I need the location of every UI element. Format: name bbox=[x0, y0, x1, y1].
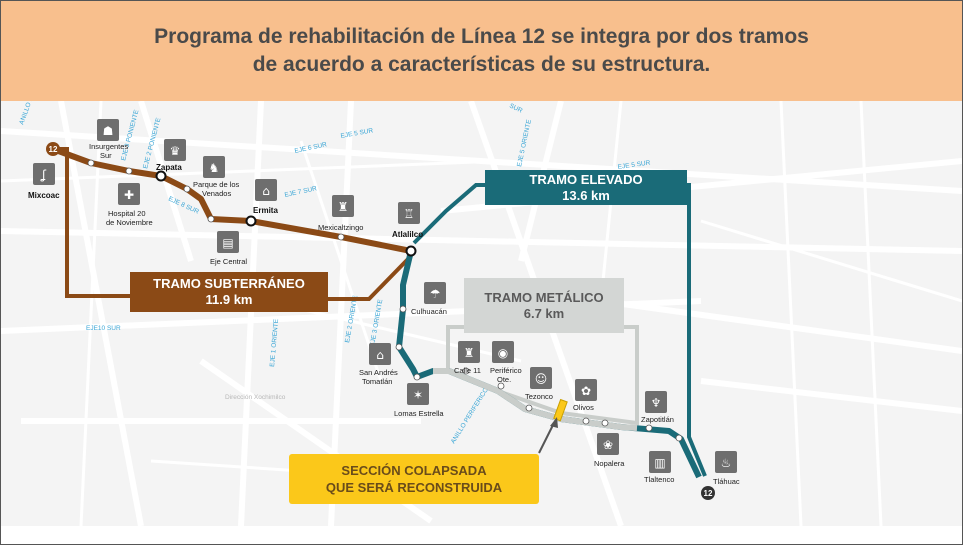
street-label-eje1oriente: EJE 1 ORIENTE bbox=[269, 318, 280, 367]
tramo-elevado-length: 13.6 km bbox=[562, 187, 610, 203]
lomas-estrella-icon: ✶ bbox=[413, 388, 423, 402]
subterraneo-outline-right bbox=[328, 254, 413, 301]
mixcoac-icon: ʆ bbox=[40, 168, 47, 182]
title-line-2: de acuerdo a características de su estru… bbox=[252, 53, 711, 76]
station-periferico-2: Ote. bbox=[497, 375, 511, 384]
bottom-strip bbox=[1, 526, 962, 544]
tezonco-icon: ☺ bbox=[535, 372, 548, 386]
station-parque-2: Venados bbox=[202, 189, 231, 198]
venados-icon: ♞ bbox=[209, 161, 220, 175]
olivos-icon: ✿ bbox=[581, 384, 591, 398]
station-san-andres-1: San Andrés bbox=[359, 368, 398, 377]
tlaltenco-icon: ▥ bbox=[654, 456, 665, 470]
station-zapotitlan: Zapotitlán bbox=[641, 415, 674, 424]
tramo-metalico-box: TRAMO METÁLICO 6.7 km bbox=[464, 278, 624, 333]
station-mixcoac: Mixcoac bbox=[28, 191, 60, 200]
hospital-icon: ✚ bbox=[124, 188, 134, 202]
periferico-icon: ◉ bbox=[498, 346, 508, 360]
collapse-arrowhead bbox=[550, 417, 558, 428]
station-tlaltenco: Tlaltenco bbox=[644, 475, 674, 484]
collapse-arrow bbox=[538, 422, 555, 454]
street-label-eje3poniente: EJE 3 PONIENTE bbox=[120, 108, 140, 161]
san-andres-icon: ⌂ bbox=[376, 348, 384, 362]
street-grid bbox=[1, 101, 962, 526]
street-label-eje5sur-b: EJE 5 SUR bbox=[617, 159, 651, 171]
station-tezonco: Tezonco bbox=[525, 392, 553, 401]
street-label-eje7sur: EJE 7 SUR bbox=[284, 185, 318, 199]
station-icons bbox=[33, 119, 737, 473]
culhuacan-icon: ☂ bbox=[430, 287, 441, 301]
station-nopalera: Nopalera bbox=[594, 459, 625, 468]
street-label-eje3oriente: EJE 3 ORIENTE bbox=[369, 298, 384, 347]
station-calle11: Calle 11 bbox=[454, 366, 481, 375]
title-banner: Programa de rehabilitación de Línea 12 s… bbox=[1, 1, 962, 101]
tramo-elevado-box: TRAMO ELEVADO 13.6 km bbox=[485, 170, 687, 205]
station-hospital-1: Hospital 20 bbox=[108, 209, 146, 218]
insurgentes-icon: ☗ bbox=[103, 124, 114, 138]
zapata-icon: ♛ bbox=[170, 144, 181, 158]
line12-subterraneo bbox=[51, 146, 412, 254]
station-ermita: Ermita bbox=[253, 206, 278, 215]
station-dots bbox=[87, 159, 683, 442]
calle11-icon: ♜ bbox=[464, 346, 475, 360]
station-eje-central: Eje Central bbox=[210, 257, 247, 266]
elevado-outline-left bbox=[412, 183, 487, 245]
station-insurgentes-2: Sur bbox=[100, 151, 112, 160]
station-icon-glyphs: ʆ ☗ ✚ ♛ ♞ ▤ ⌂ ♜ ♖ ☂ ⌂ ✶ ♜ ◉ ☺ ✿ ❀ ♆ ▥ ♨ bbox=[40, 124, 731, 470]
station-olivos: Olivos bbox=[573, 403, 594, 412]
street-label-eje10sur: EJE10 SUR bbox=[86, 325, 121, 332]
station-mexicaltzingo: Mexicaltzingo bbox=[318, 223, 363, 232]
zapotitlan-icon: ♆ bbox=[651, 396, 662, 410]
mexicaltzingo-icon: ♜ bbox=[338, 200, 349, 214]
street-label-eje5sur-a: EJE 5 SUR bbox=[340, 127, 374, 140]
tramo-metalico-name: TRAMO METÁLICO bbox=[484, 289, 604, 305]
station-hospital-2: de Noviembre bbox=[106, 218, 153, 227]
svg-text:12: 12 bbox=[704, 489, 713, 498]
street-label-eje5oriente: EJE 5 ORIENTE bbox=[516, 118, 533, 167]
tramo-subterraneo-box: TRAMO SUBTERRÁNEO 11.9 km bbox=[130, 272, 328, 312]
line-badge-end: 12 bbox=[701, 486, 715, 500]
street-label-direccion: Dirección Xochimilco bbox=[225, 394, 286, 401]
station-zapata: Zapata bbox=[156, 163, 182, 172]
tramo-subterraneo-length: 11.9 km bbox=[205, 292, 253, 307]
colapso-line-2: QUE SERÁ RECONSTRUIDA bbox=[325, 480, 503, 495]
street-label-sur-top: SUR bbox=[508, 102, 524, 114]
metalico-outline bbox=[446, 325, 639, 426]
station-lomas-estrella: Lomas Estrella bbox=[394, 409, 444, 418]
station-parque-1: Parque de los bbox=[193, 180, 240, 189]
atlalilco-icon: ♖ bbox=[404, 207, 415, 221]
nopalera-icon: ❀ bbox=[603, 438, 613, 452]
elevado-outline-right bbox=[687, 183, 707, 477]
line-badge-start: 12 bbox=[46, 142, 60, 156]
station-atlalilco: Atlalilco bbox=[392, 230, 423, 239]
line12-metalico bbox=[433, 368, 638, 431]
tramo-metalico-length: 6.7 km bbox=[523, 305, 565, 321]
station-san-andres-2: Tomatlán bbox=[362, 377, 392, 386]
street-label-anillo-bottom: ANILLO PERIFERICO bbox=[450, 387, 490, 446]
tlahuac-icon: ♨ bbox=[721, 456, 732, 470]
title-line-1: Programa de rehabilitación de Línea 12 s… bbox=[154, 25, 809, 48]
colapso-line-1: SECCIÓN COLAPSADA bbox=[341, 463, 487, 478]
station-insurgentes-1: Insurgentes bbox=[89, 142, 128, 151]
transfer-stations bbox=[155, 170, 417, 257]
eje-central-icon: ▤ bbox=[222, 236, 233, 250]
station-periferico-1: Periférico bbox=[490, 366, 522, 375]
ermita-icon: ⌂ bbox=[262, 184, 270, 198]
station-culhuacan: Culhuacán bbox=[411, 307, 447, 316]
seccion-colapsada-box: SECCIÓN COLAPSADA QUE SERÁ RECONSTRUIDA bbox=[289, 454, 539, 504]
tramo-subterraneo-name: TRAMO SUBTERRÁNEO bbox=[153, 276, 305, 291]
street-label-anillo-top: ANILLO PERIF bbox=[18, 101, 40, 126]
tramo-elevado-name: TRAMO ELEVADO bbox=[529, 171, 643, 187]
station-tlahuac: Tláhuac bbox=[713, 477, 740, 486]
svg-text:12: 12 bbox=[49, 145, 58, 154]
